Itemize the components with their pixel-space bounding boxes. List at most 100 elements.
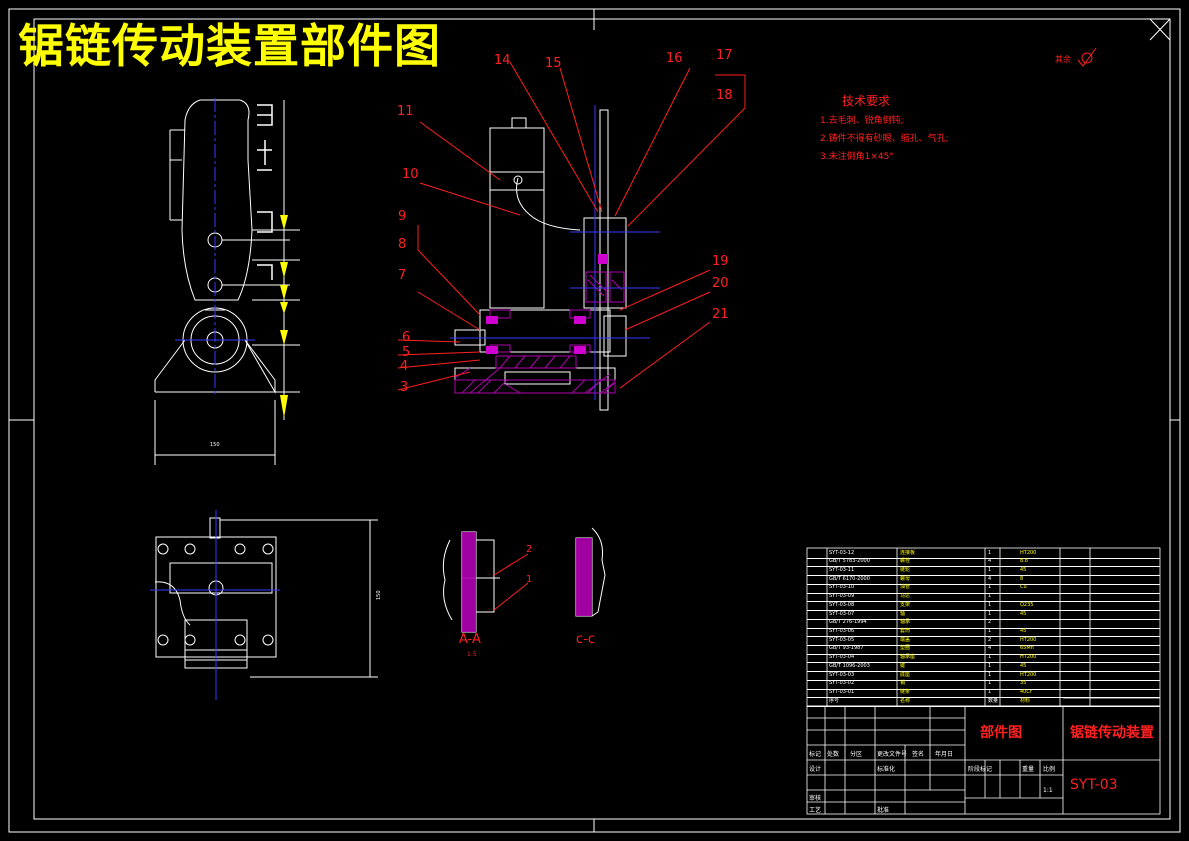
bom-cell-qty: 1 bbox=[988, 662, 992, 669]
bom-row bbox=[807, 592, 1160, 594]
bom-cell-qty: 1 bbox=[988, 584, 992, 591]
dimension-numbers bbox=[257, 104, 273, 280]
bom-cell-code: SYT-03-10 bbox=[829, 584, 855, 591]
hatching bbox=[454, 271, 625, 394]
bom-cell-name: 螺母 bbox=[900, 575, 911, 582]
tb-weight: 重量 bbox=[1022, 766, 1035, 773]
bom-row bbox=[807, 636, 1160, 638]
bom-cell-mat: HT200 bbox=[1020, 654, 1037, 661]
tech-req-item-1: 1.去毛刺、锐角倒钝; bbox=[820, 116, 904, 126]
top-view-centerlines bbox=[150, 510, 280, 700]
part-label-16: 16 bbox=[666, 51, 683, 66]
bom-row bbox=[807, 627, 1160, 629]
part-label-3: 3 bbox=[400, 380, 409, 395]
bom-cell-name: 马达 bbox=[900, 593, 911, 600]
bom-cell-qty: 4 bbox=[988, 558, 992, 565]
bom-cell-qty: 4 bbox=[988, 575, 992, 582]
part-label-1: 1 bbox=[526, 574, 533, 585]
roughness-circle-icon bbox=[1081, 52, 1093, 64]
tb-process: 工艺 bbox=[809, 807, 822, 814]
bom-cell-code: SYT-03-11 bbox=[829, 566, 855, 573]
roughness-check-icon bbox=[1077, 47, 1097, 67]
title-block-code: SYT-03 bbox=[1070, 777, 1118, 793]
part-label-10: 10 bbox=[402, 167, 419, 182]
bom-cell-mat: HT200 bbox=[1020, 671, 1037, 678]
bom-cell-code: SYT-03-07 bbox=[829, 610, 855, 617]
top-view-dim bbox=[220, 519, 378, 678]
tb-row-zone: 分区 bbox=[850, 751, 863, 758]
tb-row-count: 处数 bbox=[827, 751, 840, 758]
bom-cell-qty: 1 bbox=[988, 566, 992, 573]
bom-row bbox=[807, 557, 1160, 559]
part-label-21: 21 bbox=[712, 307, 729, 322]
bom-cell-name: 垫圈 bbox=[900, 645, 911, 652]
bom-cell-code: SYT-03-12 bbox=[829, 549, 855, 556]
bom-cell-mat: 65Mn bbox=[1020, 645, 1034, 652]
dim-height: 150 bbox=[376, 590, 382, 600]
bom-cell-qty: 2 bbox=[988, 619, 992, 626]
section-aa-hatch bbox=[462, 532, 476, 632]
bom-row bbox=[807, 575, 1160, 577]
bom-cell-name: 链条 bbox=[900, 689, 911, 696]
bom-cell-qty: 1 bbox=[988, 593, 992, 600]
title-block-type: 部件图 bbox=[980, 725, 1022, 741]
part-label-18: 18 bbox=[716, 88, 733, 103]
drawing-title: 锯链传动装置部件图 bbox=[18, 19, 441, 73]
bom-cell-mat: Cu bbox=[1020, 584, 1027, 591]
part-label-6: 6 bbox=[402, 330, 411, 345]
bom-cell-qty: 数量 bbox=[988, 697, 999, 704]
bom-cell-name: 底座 bbox=[900, 671, 911, 678]
section-aa-label: A-A bbox=[459, 632, 481, 647]
side-centerlines bbox=[450, 105, 660, 400]
bom-cell-name: 销 bbox=[900, 680, 906, 687]
bom-cell-name: 轴承座 bbox=[900, 654, 916, 661]
bom-row bbox=[807, 583, 1160, 585]
tech-req-item-3: 3.未注倒角1×45° bbox=[820, 152, 894, 162]
tb-row-date: 年月日 bbox=[935, 751, 954, 758]
roughness-label: 其余 bbox=[1055, 55, 1071, 64]
dim-width: 150 bbox=[210, 442, 220, 448]
bom-cell-mat: 45 bbox=[1020, 662, 1027, 669]
bom-cell-qty: 1 bbox=[988, 610, 992, 617]
bom-cell-name: 键 bbox=[900, 662, 906, 669]
bom-cell-code: GB/T 93-1987 bbox=[829, 645, 864, 652]
bom-cell-mat: HT200 bbox=[1020, 549, 1037, 556]
bom-cell-mat: 40Cr bbox=[1020, 689, 1032, 696]
part-label-5: 5 bbox=[402, 345, 411, 360]
part-label-2: 2 bbox=[526, 544, 533, 555]
bom-cell-mat: 35 bbox=[1020, 680, 1027, 687]
front-view-left bbox=[154, 99, 290, 394]
tb-row-mark: 标记 bbox=[809, 751, 822, 758]
section-cc-label: c-c bbox=[576, 632, 595, 647]
bom-cell-name: 轴 bbox=[900, 610, 906, 617]
bom-row bbox=[807, 662, 1160, 664]
bom-cell-code: GB/T 5783-2000 bbox=[829, 558, 870, 565]
bom-cell-code: SYT-03-01 bbox=[829, 689, 855, 696]
bom-cell-qty: 1 bbox=[988, 689, 992, 696]
bom-cell-name: 油管 bbox=[900, 584, 911, 591]
bom-row bbox=[807, 653, 1160, 655]
bom-cell-mat: 8 bbox=[1020, 575, 1024, 582]
dimension-chain bbox=[154, 100, 300, 465]
bom-cell-name: 连接板 bbox=[900, 549, 916, 556]
bom-cell-code: SYT-03-05 bbox=[829, 636, 855, 643]
bom-cell-name: 端盖 bbox=[900, 636, 911, 643]
bom-cell-mat: 45 bbox=[1020, 566, 1027, 573]
part-label-4: 4 bbox=[400, 359, 409, 374]
part-label-14: 14 bbox=[494, 53, 511, 68]
magenta-fill bbox=[486, 254, 608, 354]
bom-cell-mat: 45 bbox=[1020, 628, 1027, 634]
title-block-scale: 1:1 bbox=[1043, 787, 1053, 794]
part-label-8: 8 bbox=[398, 237, 407, 252]
bom-row bbox=[807, 601, 1160, 603]
tb-row-change: 更改文件号 bbox=[877, 751, 908, 758]
bom-row bbox=[807, 706, 1160, 707]
drawing-frame bbox=[8, 8, 1181, 833]
part-label-11: 11 bbox=[397, 104, 414, 119]
tb-approve: 批准 bbox=[877, 807, 890, 814]
part-label-9: 9 bbox=[398, 209, 407, 224]
bom-row bbox=[807, 679, 1160, 681]
bom-cell-code: GB/T 6170-2000 bbox=[829, 575, 870, 582]
part-label-7: 7 bbox=[398, 268, 407, 283]
